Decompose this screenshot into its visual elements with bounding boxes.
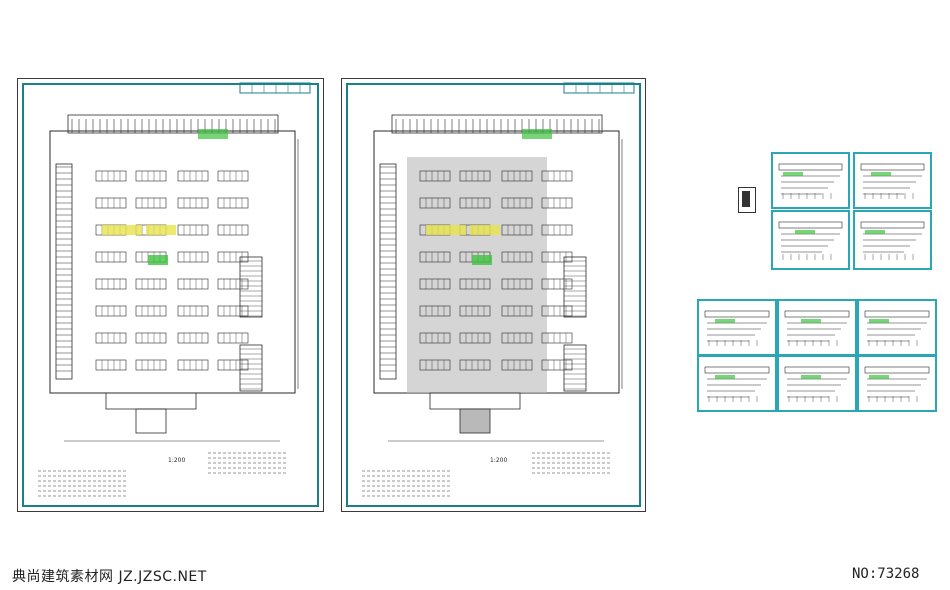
item-number: NO:73268 [852, 566, 920, 582]
detail-section [860, 163, 925, 171]
key-block [738, 187, 756, 213]
detail-sheet-4 [853, 210, 932, 270]
detail-sheet-8 [697, 355, 777, 412]
building-outline [49, 130, 296, 394]
detail-sheet-7 [857, 299, 937, 356]
detail-section [778, 163, 843, 171]
detail-section [778, 221, 843, 229]
sheet-2-scale: 1:200 [490, 457, 508, 464]
detail-section [860, 221, 925, 229]
parking-plan-2 [362, 82, 635, 497]
sheet-2-frame [346, 83, 641, 507]
title-block [239, 82, 311, 94]
drawing-sheet-1: 1:200 [17, 78, 324, 512]
detail-sheet-9 [777, 355, 857, 412]
detail-sheet-6 [777, 299, 857, 356]
title-block [563, 82, 635, 94]
detail-sheet-3 [771, 210, 850, 270]
site-watermark: 典尚建筑素材网 JZ.JZSC.NET [12, 569, 207, 585]
detail-section [704, 310, 770, 318]
detail-section [864, 366, 930, 374]
highlight-green [148, 255, 168, 265]
detail-sheet-1 [771, 152, 850, 209]
detail-section [784, 366, 850, 374]
detail-sheet-5 [697, 299, 777, 356]
hatched-area [407, 157, 547, 393]
highlight-yellow [102, 225, 142, 235]
detail-sheet-2 [853, 152, 932, 209]
detail-sheet-10 [857, 355, 937, 412]
ramp [105, 392, 197, 410]
highlight-green [472, 255, 492, 265]
sheet-1-frame [22, 83, 319, 507]
detail-section [864, 310, 930, 318]
drawing-sheet-2: 1:200 [341, 78, 646, 512]
sheet-1-scale: 1:200 [168, 457, 186, 464]
ramp [429, 392, 521, 410]
highlight-yellow [426, 225, 466, 235]
parking-plan-1 [38, 82, 311, 497]
detail-section [704, 366, 770, 374]
detail-section [784, 310, 850, 318]
